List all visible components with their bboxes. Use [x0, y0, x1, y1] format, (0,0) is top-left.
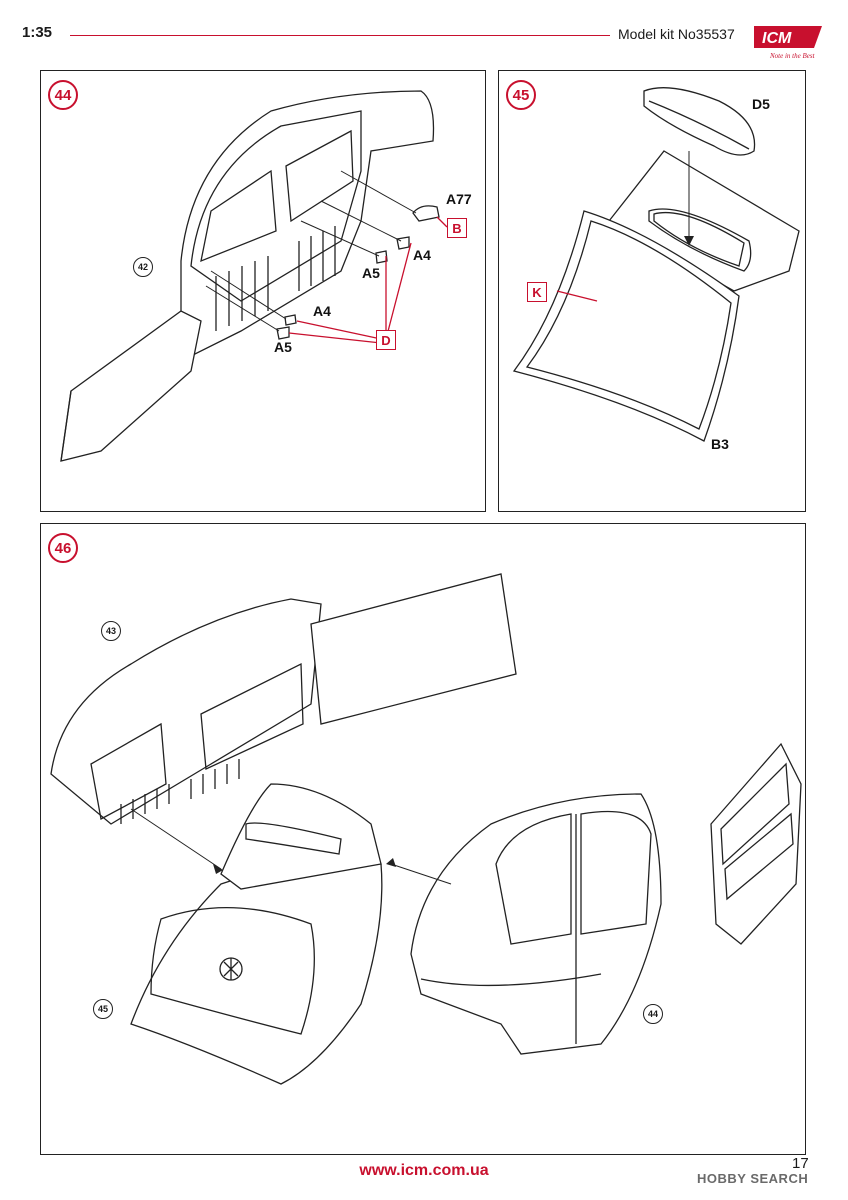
- kit-number: Model kit No35537: [618, 26, 735, 42]
- footer-url[interactable]: www.icm.com.ua: [359, 1162, 489, 1179]
- step-44-panel: 44 42 A77 B A4 A5 A4 A5 D: [40, 70, 486, 512]
- ref-part-43: 43: [101, 621, 121, 641]
- watermark: HOBBY SEARCH: [697, 1171, 809, 1186]
- svg-text:ICM: ICM: [762, 30, 792, 47]
- svg-text:Note in the Best: Note in the Best: [769, 52, 816, 60]
- callout-d: D: [376, 330, 396, 350]
- part-label-b3: B3: [711, 436, 729, 452]
- step-45-badge: 45: [506, 80, 536, 110]
- part-label-d5: D5: [752, 96, 770, 112]
- part-label-a5-bottom: A5: [274, 339, 292, 355]
- step-44-drawing: [60, 90, 448, 462]
- icm-logo: ICM Note in the Best: [752, 22, 826, 62]
- step-45-drawing: [512, 87, 800, 442]
- step-45-panel: 45 D5 K B3: [498, 70, 806, 512]
- page-header: 1:35 Model kit No35537 ICM Note in the B…: [0, 0, 848, 60]
- part-label-a4-bottom: A4: [313, 303, 331, 319]
- part-label-a5-top: A5: [362, 265, 380, 281]
- header-rule: [70, 35, 610, 36]
- scale-label: 1:35: [22, 24, 53, 41]
- page-number: 17: [792, 1155, 809, 1172]
- ref-part-45: 45: [93, 999, 113, 1019]
- part-label-a4-top: A4: [413, 247, 431, 263]
- ref-part-44: 44: [643, 1004, 663, 1024]
- callout-k: K: [527, 282, 547, 302]
- step-46-drawing: [50, 573, 802, 1085]
- callout-b: B: [447, 218, 467, 238]
- step-44-badge: 44: [48, 80, 78, 110]
- step-46-panel: 46 43 45 44: [40, 523, 806, 1155]
- ref-part-42: 42: [133, 257, 153, 277]
- part-label-a77: A77: [446, 191, 472, 207]
- step-46-badge: 46: [48, 533, 78, 563]
